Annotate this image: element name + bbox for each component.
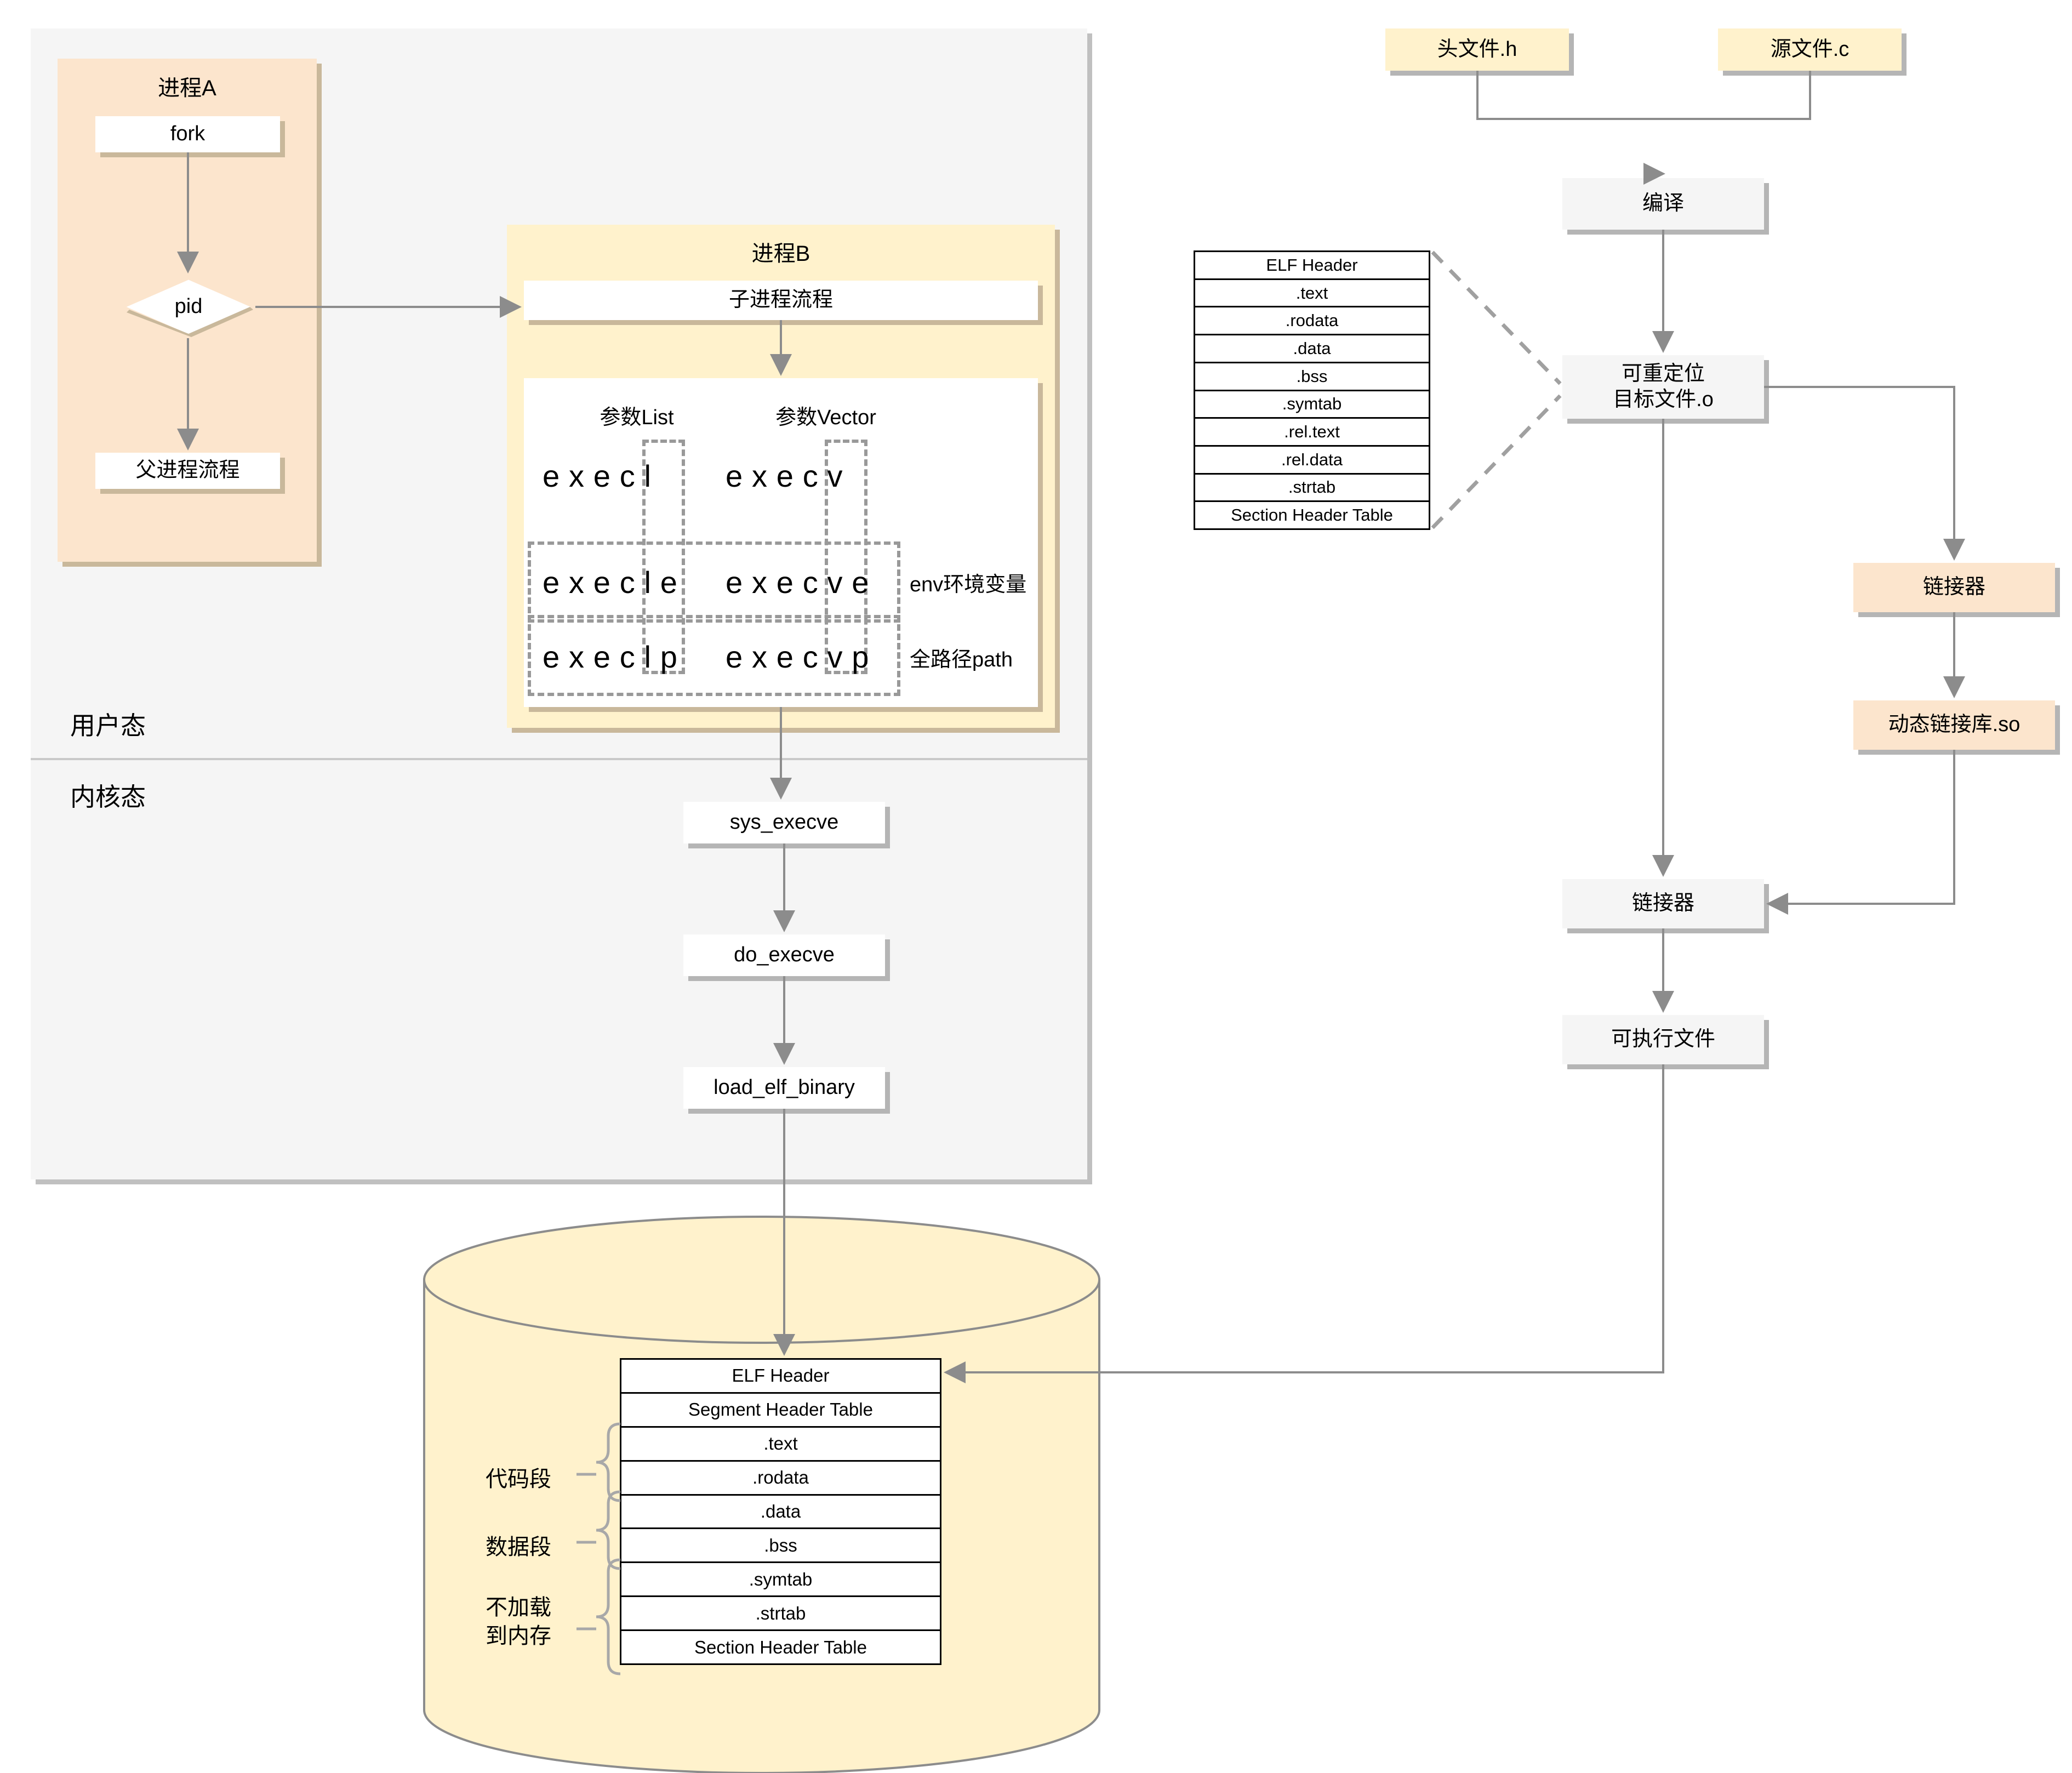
exec-cell-execvp: execvp <box>726 639 878 674</box>
object-row-label: .text <box>1295 283 1328 303</box>
object-row-label: .bss <box>1296 366 1328 386</box>
table-row: ELF Header <box>1195 252 1429 280</box>
exec-cell-execv: execv <box>726 458 852 493</box>
table-row: .strtab <box>1195 474 1429 503</box>
object-row-label: .symtab <box>1282 394 1342 414</box>
child-flow-label: 子进程流程 <box>728 288 833 312</box>
dashbox-list-suffix <box>642 440 685 674</box>
table-row: .data <box>621 1495 940 1530</box>
object-row-label: .rel.data <box>1281 449 1343 469</box>
table-row: .rodata <box>1195 307 1429 336</box>
executable-node[interactable]: 可执行文件 <box>1562 1015 1764 1064</box>
mem-row-label: .rodata <box>752 1467 809 1488</box>
shared-library-node[interactable]: 动态链接库.so <box>1853 700 2055 750</box>
kernel-mode-label: 内核态 <box>70 783 146 811</box>
exec-cell-execle: execle <box>543 565 687 600</box>
child-flow-node[interactable]: 子进程流程 <box>524 281 1038 320</box>
mem-row-label: .bss <box>764 1535 797 1555</box>
object-file-table: ELF Header .text .rodata .data .bss .sym… <box>1194 250 1430 530</box>
exec-col-header-vector: 参数Vector <box>775 406 876 429</box>
exec-note-path: 全路径path <box>910 648 1013 671</box>
brace-label-code-segment: 代码段 <box>486 1467 551 1491</box>
compile-label: 编译 <box>1642 192 1684 215</box>
table-row: .data <box>1195 335 1429 363</box>
fork-node[interactable]: fork <box>95 116 280 152</box>
dynamic-linker-label: 链接器 <box>1922 575 1985 599</box>
exec-note-env: env环境变量 <box>910 573 1027 596</box>
segment-braces <box>576 1422 621 1675</box>
sys-execve-node[interactable]: sys_execve <box>683 802 885 843</box>
executable-label: 可执行文件 <box>1611 1028 1715 1051</box>
mem-row-label: Segment Header Table <box>688 1399 873 1420</box>
object-row-label: .rel.text <box>1284 422 1340 442</box>
static-linker-node[interactable]: 链接器 <box>1562 879 1764 928</box>
table-row: .rodata <box>621 1461 940 1496</box>
table-row: .rel.data <box>1195 446 1429 475</box>
compile-node[interactable]: 编译 <box>1562 178 1764 230</box>
do-execve-node[interactable]: do_execve <box>683 934 885 976</box>
parent-flow-label: 父进程流程 <box>135 459 240 482</box>
table-row: Section Header Table <box>621 1631 940 1664</box>
do-execve-label: do_execve <box>734 943 835 967</box>
mem-row-label: .text <box>763 1433 798 1454</box>
dynamic-linker-node[interactable]: 链接器 <box>1853 563 2055 612</box>
dashbox-env-row <box>528 541 900 623</box>
static-linker-label: 链接器 <box>1631 892 1694 915</box>
table-row: Section Header Table <box>1195 502 1429 529</box>
source-file-label: 源文件.c <box>1770 37 1850 61</box>
relocatable-object-line1: 可重定位 <box>1621 362 1705 385</box>
brace-label-not-loaded-line2: 到内存 <box>486 1624 551 1648</box>
mem-row-label: ELF Header <box>732 1365 830 1386</box>
pid-diamond[interactable] <box>122 276 255 338</box>
header-file-node[interactable]: 头文件.h <box>1385 28 1569 71</box>
header-file-label: 头文件.h <box>1437 37 1517 61</box>
exec-cell-execlp: execlp <box>543 639 687 674</box>
object-row-label: .strtab <box>1288 477 1336 497</box>
exec-col-header-list: 参数List <box>600 406 674 429</box>
relocatable-object-node[interactable]: 可重定位 目标文件.o <box>1562 355 1764 419</box>
fork-node-label: fork <box>170 122 206 146</box>
mem-row-label: .strtab <box>755 1603 806 1623</box>
mem-row-label: Section Header Table <box>694 1637 867 1657</box>
table-row: .symtab <box>621 1563 940 1598</box>
process-b-title: 进程B <box>751 242 810 266</box>
process-a-title: 进程A <box>158 76 216 100</box>
object-row-label: .data <box>1293 338 1331 358</box>
relocatable-object-line2: 目标文件.o <box>1613 388 1714 411</box>
table-row: Segment Header Table <box>621 1393 940 1428</box>
object-row-label: .rodata <box>1285 311 1339 330</box>
dashbox-path-row <box>528 615 900 696</box>
exec-cell-execl: execl <box>543 458 660 493</box>
table-row: .bss <box>1195 363 1429 391</box>
table-row: .strtab <box>621 1597 940 1632</box>
table-row: .rel.text <box>1195 419 1429 447</box>
table-row: .symtab <box>1195 391 1429 419</box>
exec-cell-execve: execve <box>726 565 878 600</box>
object-row-label: Section Header Table <box>1231 505 1393 525</box>
brace-label-not-loaded-line1: 不加载 <box>486 1595 551 1620</box>
sys-execve-label: sys_execve <box>729 811 839 834</box>
table-row: .text <box>1195 280 1429 308</box>
brace-label-data-segment: 数据段 <box>486 1535 551 1559</box>
load-elf-binary-node[interactable]: load_elf_binary <box>683 1067 885 1109</box>
mem-row-label: .data <box>760 1501 801 1521</box>
load-elf-binary-label: load_elf_binary <box>714 1076 855 1099</box>
pid-diamond-label: pid <box>174 295 203 318</box>
table-row: .bss <box>621 1529 940 1564</box>
table-row: ELF Header <box>621 1360 940 1394</box>
table-row: .text <box>621 1427 940 1462</box>
object-row-label: ELF Header <box>1266 255 1358 275</box>
parent-flow-node[interactable]: 父进程流程 <box>95 453 280 489</box>
dashbox-vector-suffix <box>825 440 867 674</box>
mem-row-label: .symtab <box>749 1569 813 1589</box>
user-mode-label: 用户态 <box>70 711 146 740</box>
user-kernel-divider <box>31 758 1087 760</box>
memory-image-table: ELF Header Segment Header Table .text .r… <box>620 1358 941 1665</box>
source-file-node[interactable]: 源文件.c <box>1718 28 1902 71</box>
shared-library-label: 动态链接库.so <box>1888 713 2020 737</box>
